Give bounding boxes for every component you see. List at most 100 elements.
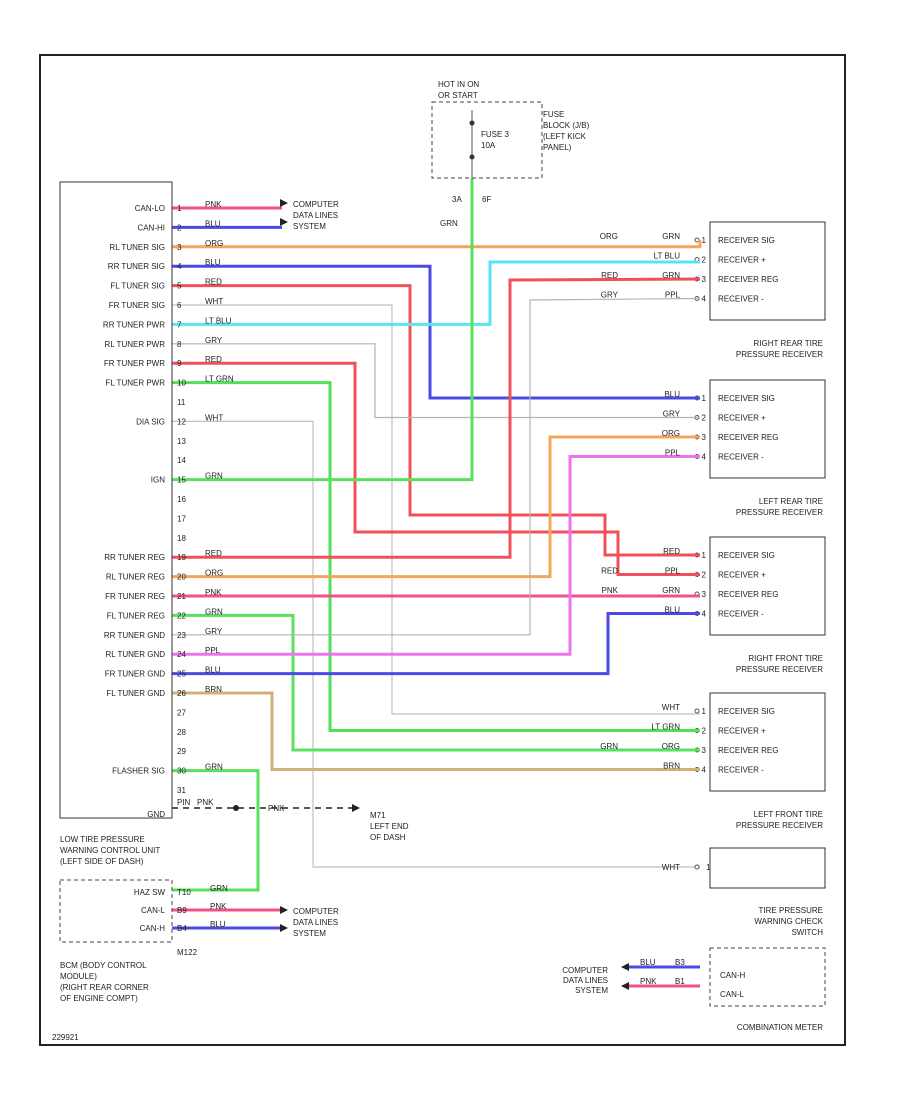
ecu-wire-color: WHT [205,297,223,306]
ecu-pin-label: CAN-HI [137,223,165,232]
warning-check-box [709,847,826,889]
ecu-wire-color: GRY [205,336,223,345]
combination-meter-data-lines-label: SYSTEM [575,986,608,995]
ecu-pin-number: 21 [177,592,186,601]
component-layer [59,101,826,1007]
receiver-wire-color: RED [663,547,680,556]
ecu-name: WARNING CONTROL UNIT [60,846,160,855]
bcm-can-arrow [280,906,288,914]
warning-check-name: WARNING CHECK [754,917,823,926]
splice-wire-color: PNK [602,586,619,595]
warning-check-connector [694,864,700,870]
receiver-pin-label: RECEIVER REG [718,746,778,755]
ecu-pin-label: RL TUNER PWR [105,340,166,349]
rr-tuner-sig-wire [172,264,700,400]
ecu-pin-label: FR TUNER PWR [104,359,165,368]
fuse-terminal [469,120,475,126]
receiver-wire-color: GRN [662,232,680,241]
ecu-pin-number: 29 [177,747,186,756]
can-arrow [280,199,288,207]
receiver-pin-number: 4 [702,610,707,619]
ecu-wire-color: PNK [205,200,222,209]
ecu-wire-color: PPL [205,646,221,655]
ecu-wire-color: WHT [205,413,223,422]
receiver-pin-label: RECEIVER SIG [718,394,775,403]
ecu-pin-number: 31 [177,786,186,795]
ecu-wire-color: PNK [205,588,222,597]
ecu-wire-color: LT GRN [205,375,234,384]
ground-location: M71 [370,811,386,820]
receiver-pin-label: RECEIVER SIG [718,236,775,245]
bcm-computer-data-lines-label: DATA LINES [293,918,338,927]
ecu-wire-color: GRN [205,607,223,616]
ecu-pin-label: RL TUNER GND [105,650,165,659]
fuse-block-title: HOT IN ON [438,80,479,89]
receiver-wire-color: WHT [662,703,680,712]
receiver-pin-number: 4 [702,295,707,304]
receiver-box [709,221,826,321]
receiver-pin-number: 2 [702,256,707,265]
fl-tuner-sig-wire [172,284,700,557]
receiver-name: LEFT REAR TIRE [759,497,823,506]
dia-sig-wire [172,420,700,868]
fuse-wire-color: GRN [440,219,458,228]
ecu-pin-number: 26 [177,689,186,698]
computer-data-lines-label: COMPUTER [293,200,339,209]
receiver-wire-color: BLU [664,606,680,615]
ecu-pin-label: IGN [151,476,165,485]
fuse-block-title: OR START [438,91,478,100]
receiver-pin-label: RECEIVER - [718,766,764,775]
rr-tuner-reg-wire [172,277,701,559]
warning-check-name: SWITCH [791,928,823,937]
combination-meter-data-lines-label: COMPUTER [562,966,608,975]
ecu-pin-number: 20 [177,573,186,582]
ecu-wire-color: BLU [205,219,221,228]
receiver-pin-number: 1 [702,551,707,560]
receiver-pin-label: RECEIVER REG [718,433,778,442]
receiver-pin-label: RECEIVER SIG [718,551,775,560]
receiver-connector [694,237,700,243]
flasher-sig-wire [172,769,260,892]
ecu-pin-label: RR TUNER REG [104,553,165,562]
receiver-name: PRESSURE RECEIVER [736,665,823,674]
ecu-pin-label: FLASHER SIG [112,767,165,776]
bcm-box [59,879,173,943]
receiver-name: PRESSURE RECEIVER [736,821,823,830]
fuse-pin-label: 3A [452,195,462,204]
ecu-pin-number: 25 [177,670,186,679]
receiver-wire-color: PPL [665,291,681,300]
receiver-wire-color: PPL [665,449,681,458]
fr-tuner-pwr-wire [172,361,700,576]
bcm-connector-id: M122 [177,948,198,957]
ecu-pin-number: 16 [177,495,186,504]
bcm-name: MODULE) [60,972,97,981]
ecu-wire-color: LT BLU [205,316,232,325]
rl-tuner-gnd-wire [172,455,700,656]
ecu-pin-label: FL TUNER GND [106,689,165,698]
fl-tuner-reg-wire [172,613,700,752]
ecu-pin-number: 9 [177,359,182,368]
fr-tuner-sig-wire [172,304,700,715]
ecu-ground-wire-color: PNK [197,798,214,807]
receiver-pin-number: 4 [702,766,707,775]
bcm-name: BCM (BODY CONTROL [60,961,147,970]
computer-data-lines-label: SYSTEM [293,222,326,231]
combination-meter-wire-color: BLU [640,958,656,967]
bcm-name: OF ENGINE COMPT) [60,994,138,1003]
fl-tuner-gnd-wire [172,691,700,771]
wire-layer [172,110,702,990]
ecu-pin-number: 6 [177,301,182,310]
fuse-block-location: PANEL) [543,143,572,152]
ecu-pin-label: FR TUNER REG [105,592,165,601]
bcm-pin-number: B4 [177,924,187,933]
ecu-pin-number: 24 [177,650,186,659]
ecu-pin-number: 27 [177,708,186,717]
ecu-wire-color: ORG [205,569,223,578]
receiver-name: RIGHT REAR TIRE [754,339,824,348]
receiver-name: PRESSURE RECEIVER [736,350,823,359]
receiver-name: PRESSURE RECEIVER [736,508,823,517]
fuse-block-location: FUSE [543,110,564,119]
receiver-box [709,536,826,636]
bcm-wire-color: PNK [210,902,227,911]
